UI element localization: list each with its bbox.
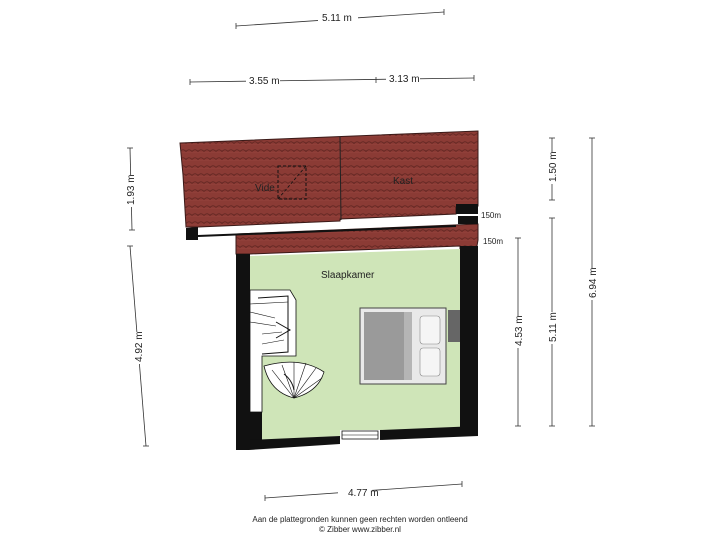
dim-left-lower: 4.92 m	[134, 331, 145, 362]
dim-line-top-segments	[189, 77, 475, 83]
dim-top-total: 5.11 m	[322, 13, 352, 24]
winder-arrow	[283, 373, 295, 391]
bed-duvet-fold	[404, 312, 412, 380]
stair-area	[249, 289, 297, 413]
dim-top-right: 3.13 m	[389, 74, 420, 85]
dim-top-left: 3.55 m	[249, 76, 280, 87]
height-mark-2: 150m	[483, 237, 503, 246]
dim-left-upper: 1.93 m	[126, 174, 137, 205]
dim-right-outer: 6.94 m	[588, 267, 599, 298]
roof-lower	[235, 223, 479, 255]
wall-recess	[448, 310, 460, 342]
chimney-block	[456, 204, 478, 214]
staircase	[249, 289, 325, 413]
wall-right	[460, 246, 478, 436]
vide-opening	[277, 165, 307, 200]
dim-right-top: 1.50 m	[548, 151, 559, 182]
wall-bottom-right	[380, 426, 478, 440]
double-bed	[359, 307, 447, 385]
dimension-labels: 5.11 m 3.55 m 3.13 m 4.77 m 1.93 m 4.92 …	[125, 11, 599, 499]
room-label-slaapkamer: Slaapkamer	[321, 270, 375, 281]
bed-pillow-1	[419, 315, 441, 345]
dim-right-inner: 4.53 m	[514, 315, 525, 346]
roof-upper	[179, 130, 479, 228]
stair-rail-left	[257, 295, 289, 355]
winder-treads	[271, 362, 323, 399]
stair-arrow	[275, 321, 292, 339]
room-label-vide: Vide	[255, 183, 275, 194]
footer-copyright: © Zibber www.zibber.nl	[319, 525, 401, 534]
stair-treads	[249, 301, 289, 345]
wall-bottom-left	[249, 436, 340, 450]
wall-left	[236, 254, 262, 450]
roof-area	[179, 130, 479, 255]
chimney-block-lower	[458, 216, 478, 224]
bed-duvet	[364, 312, 410, 380]
footer-disclaimer: Aan de plattegronden kunnen geen rechten…	[252, 515, 468, 524]
roof-divider	[339, 136, 342, 221]
dim-right-mid: 5.11 m	[548, 312, 559, 342]
bed-pillow-2	[419, 347, 441, 377]
height-mark-1: 150m	[481, 211, 501, 220]
room-label-kast: Kast	[393, 176, 413, 187]
knee-wall-line	[197, 225, 457, 237]
dim-bottom: 4.77 m	[348, 488, 379, 499]
vide-cross	[277, 165, 307, 200]
roof-edge-wall	[186, 227, 198, 240]
